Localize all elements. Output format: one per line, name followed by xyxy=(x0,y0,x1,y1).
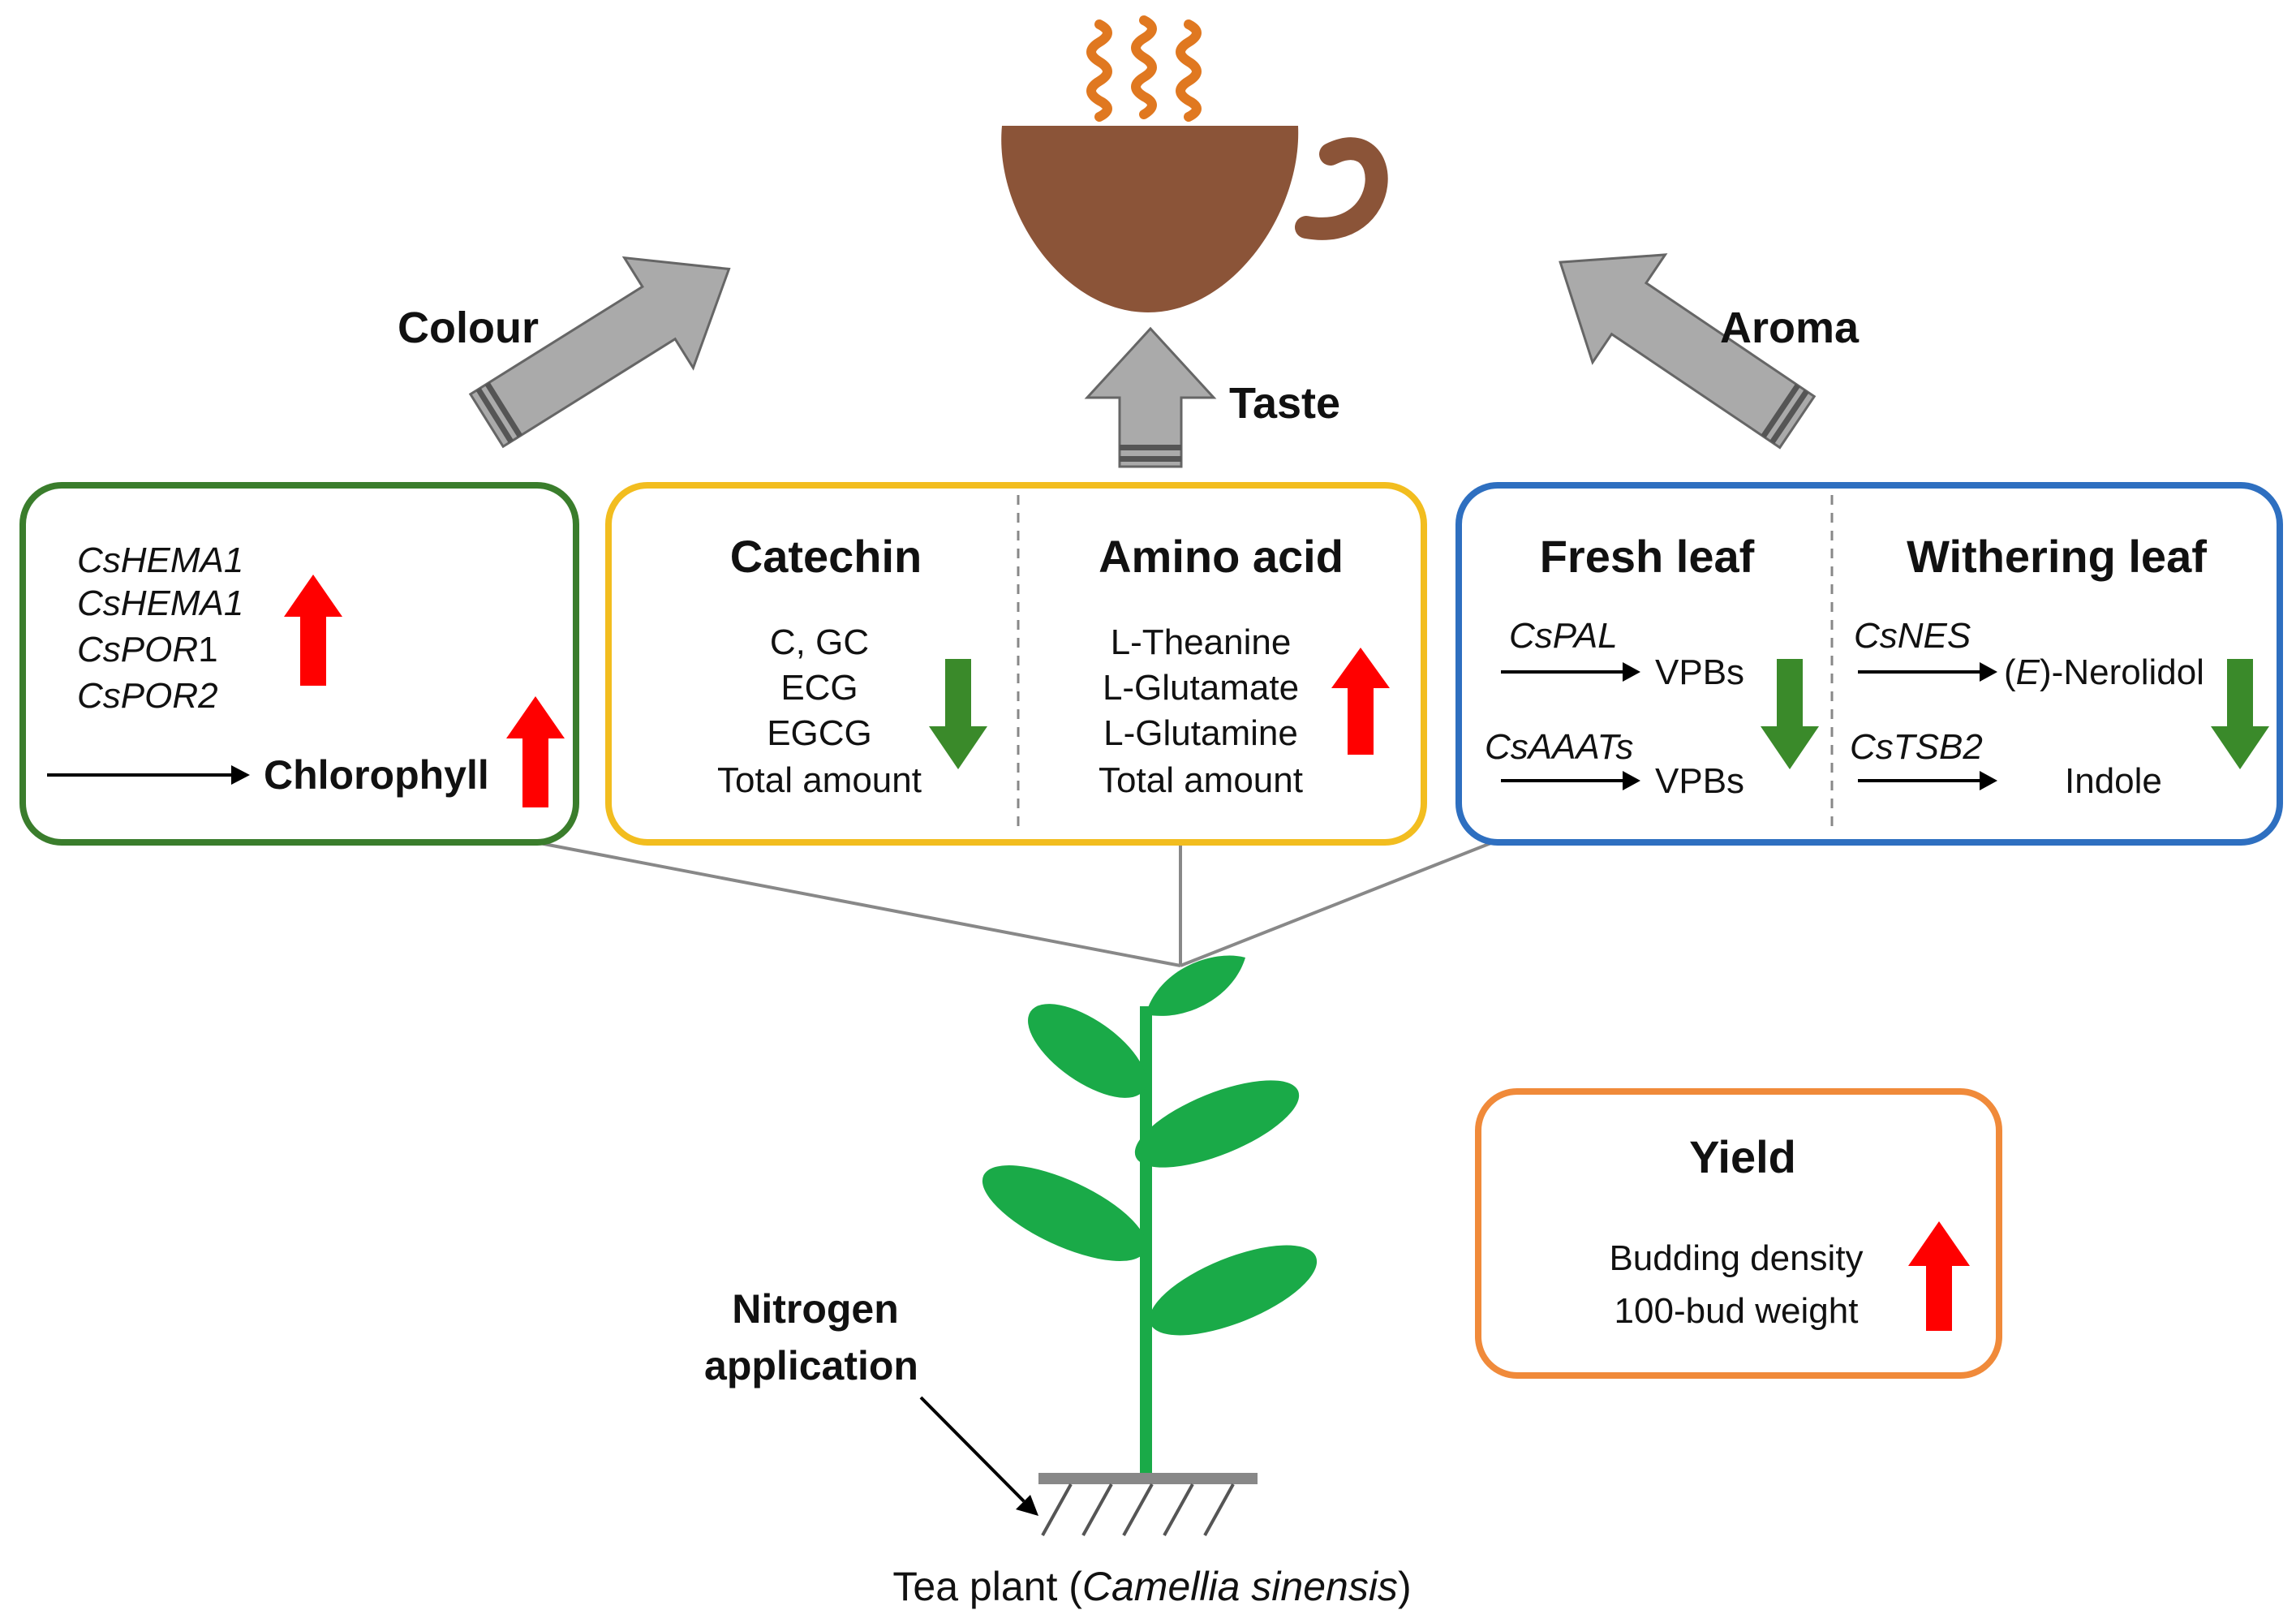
leaf xyxy=(1028,1004,1146,1098)
catechin-item: ECG xyxy=(780,668,858,708)
tea-cup-icon xyxy=(1001,15,1388,312)
down-arrow-icon xyxy=(1761,659,1819,769)
cup-body xyxy=(1001,126,1299,312)
up-arrow-icon xyxy=(1331,648,1390,755)
yield-item: Budding density xyxy=(1609,1238,1863,1278)
gene-label: CsPAL xyxy=(1509,616,1618,656)
amino-acid-title: Amino acid xyxy=(1099,531,1344,582)
gene-label: CsHEMA1 xyxy=(77,540,243,580)
aroma-box: Fresh leaf CsPAL VPBs CsAAATs VPBs Withe… xyxy=(1455,482,2283,846)
yield-title: Yield xyxy=(1689,1131,1796,1182)
colour-gray-arrow-icon xyxy=(468,256,731,449)
catechin-item: EGCG xyxy=(767,713,872,753)
colour-label: Colour xyxy=(398,304,539,352)
up-arrow-icon xyxy=(506,696,565,807)
ground-icon xyxy=(1038,1473,1258,1536)
product-label: VPBs xyxy=(1655,652,1744,692)
taste-gray-arrow-icon xyxy=(1084,326,1217,468)
gene-label: CsTSB2 xyxy=(1850,727,1983,767)
gene-label: CsHEMA1 xyxy=(77,583,243,623)
gene-label: CsPOR1 xyxy=(77,630,218,669)
withering-leaf-title: Withering leaf xyxy=(1907,531,2207,582)
catechin-title: Catechin xyxy=(730,531,922,582)
arrow-line xyxy=(1501,771,1640,790)
chlorophyll-label: Chlorophyll xyxy=(264,752,489,798)
catechin-item: C, GC xyxy=(770,622,869,662)
taste-box: Catechin C, GC ECG EGCG Total amount Ami… xyxy=(605,482,1427,846)
amino-acid-item: L-Glutamate xyxy=(1103,668,1299,708)
fresh-leaf-title: Fresh leaf xyxy=(1540,531,1755,582)
top-leaf xyxy=(1146,955,1245,1016)
up-arrow-icon xyxy=(284,575,342,686)
nitrogen-label-line1: Nitrogen xyxy=(732,1286,899,1332)
arrow-line xyxy=(1501,662,1640,682)
nitrogen-label-line2: application xyxy=(704,1343,918,1388)
taste-label: Taste xyxy=(1229,379,1340,428)
arrow-line xyxy=(47,765,250,785)
amino-acid-item: L-Theanine xyxy=(1111,622,1292,662)
arrow-line xyxy=(1858,662,1997,682)
tea-plant-caption: Tea plant (Camellia sinensis) xyxy=(892,1564,1411,1609)
leaf xyxy=(982,1165,1147,1261)
connector-lines xyxy=(535,841,1494,967)
down-arrow-icon xyxy=(929,659,987,769)
yield-box: Yield Budding density 100-bud weight xyxy=(1475,1088,2002,1379)
product-label: VPBs xyxy=(1655,761,1744,801)
gene-label: CsAAATs xyxy=(1485,727,1633,767)
down-arrow-icon xyxy=(2211,659,2269,769)
product-label: Indole xyxy=(2065,761,2162,801)
amino-acid-item: L-Glutamine xyxy=(1103,713,1298,753)
steam-icon xyxy=(1086,15,1202,122)
leaf xyxy=(1134,1080,1300,1168)
cup-handle xyxy=(1295,137,1388,240)
up-arrow-icon xyxy=(1908,1221,1970,1331)
leaf xyxy=(1149,1245,1318,1336)
catechin-item: Total amount xyxy=(717,760,922,800)
tea-plant-icon xyxy=(982,955,1318,1477)
gene-label: CsNES xyxy=(1854,616,1971,656)
gene-label: CsPOR2 xyxy=(77,676,218,716)
colour-box: CsHEMA1 CsHEMA1 CsPOR1 CsPOR2 Chlorophyl… xyxy=(19,482,579,846)
arrow-line xyxy=(1858,771,1997,790)
aroma-gray-arrow-icon xyxy=(1559,253,1817,450)
nitrogen-pointer-arrow xyxy=(919,1396,1038,1516)
amino-acid-item: Total amount xyxy=(1099,760,1303,800)
yield-item: 100-bud weight xyxy=(1615,1291,1859,1331)
aroma-label: Aroma xyxy=(1720,304,1860,352)
product-label: (E)-Nerolidol xyxy=(2004,652,2204,692)
